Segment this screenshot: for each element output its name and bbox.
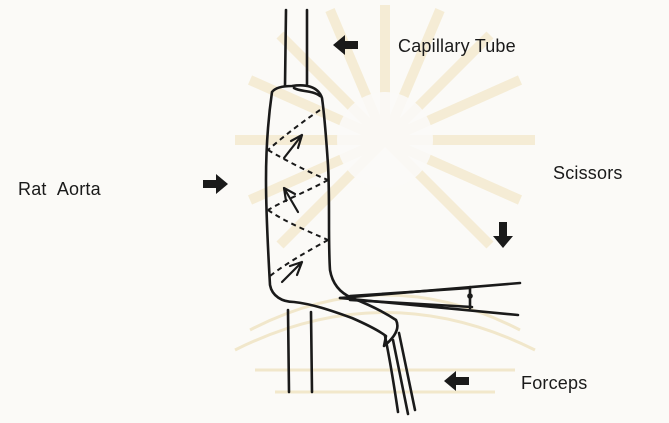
forceps-arm-right [399,333,415,410]
capillary-tube-left-wall-lower [288,310,289,392]
rat-aorta-label: Rat Aorta [18,179,101,200]
forceps-arm-middle [393,340,408,414]
spiral-line-3 [268,180,328,210]
aorta-outline [266,85,397,346]
arrow-left-icon [333,35,358,55]
arrow-down-icon [493,222,513,248]
capillary-tube-label: Capillary Tube [398,36,516,57]
capillary-tube-right-wall-lower [311,312,312,392]
scissors-label: Scissors [553,163,623,184]
scissors-inner-upper [350,288,470,296]
forceps-label: Forceps [521,373,587,394]
arrow-right-icon [203,174,228,194]
forceps-arm-left [385,336,398,412]
flow-arrow-icon-2 [284,188,298,212]
flow-arrow-icon-1 [284,135,302,158]
arrow-left-icon-forceps [444,371,469,391]
spiral-line-2 [268,150,328,180]
spiral-line-4 [268,210,328,240]
capillary-tube-left-wall [285,10,286,86]
scissors-pivot [467,293,473,299]
